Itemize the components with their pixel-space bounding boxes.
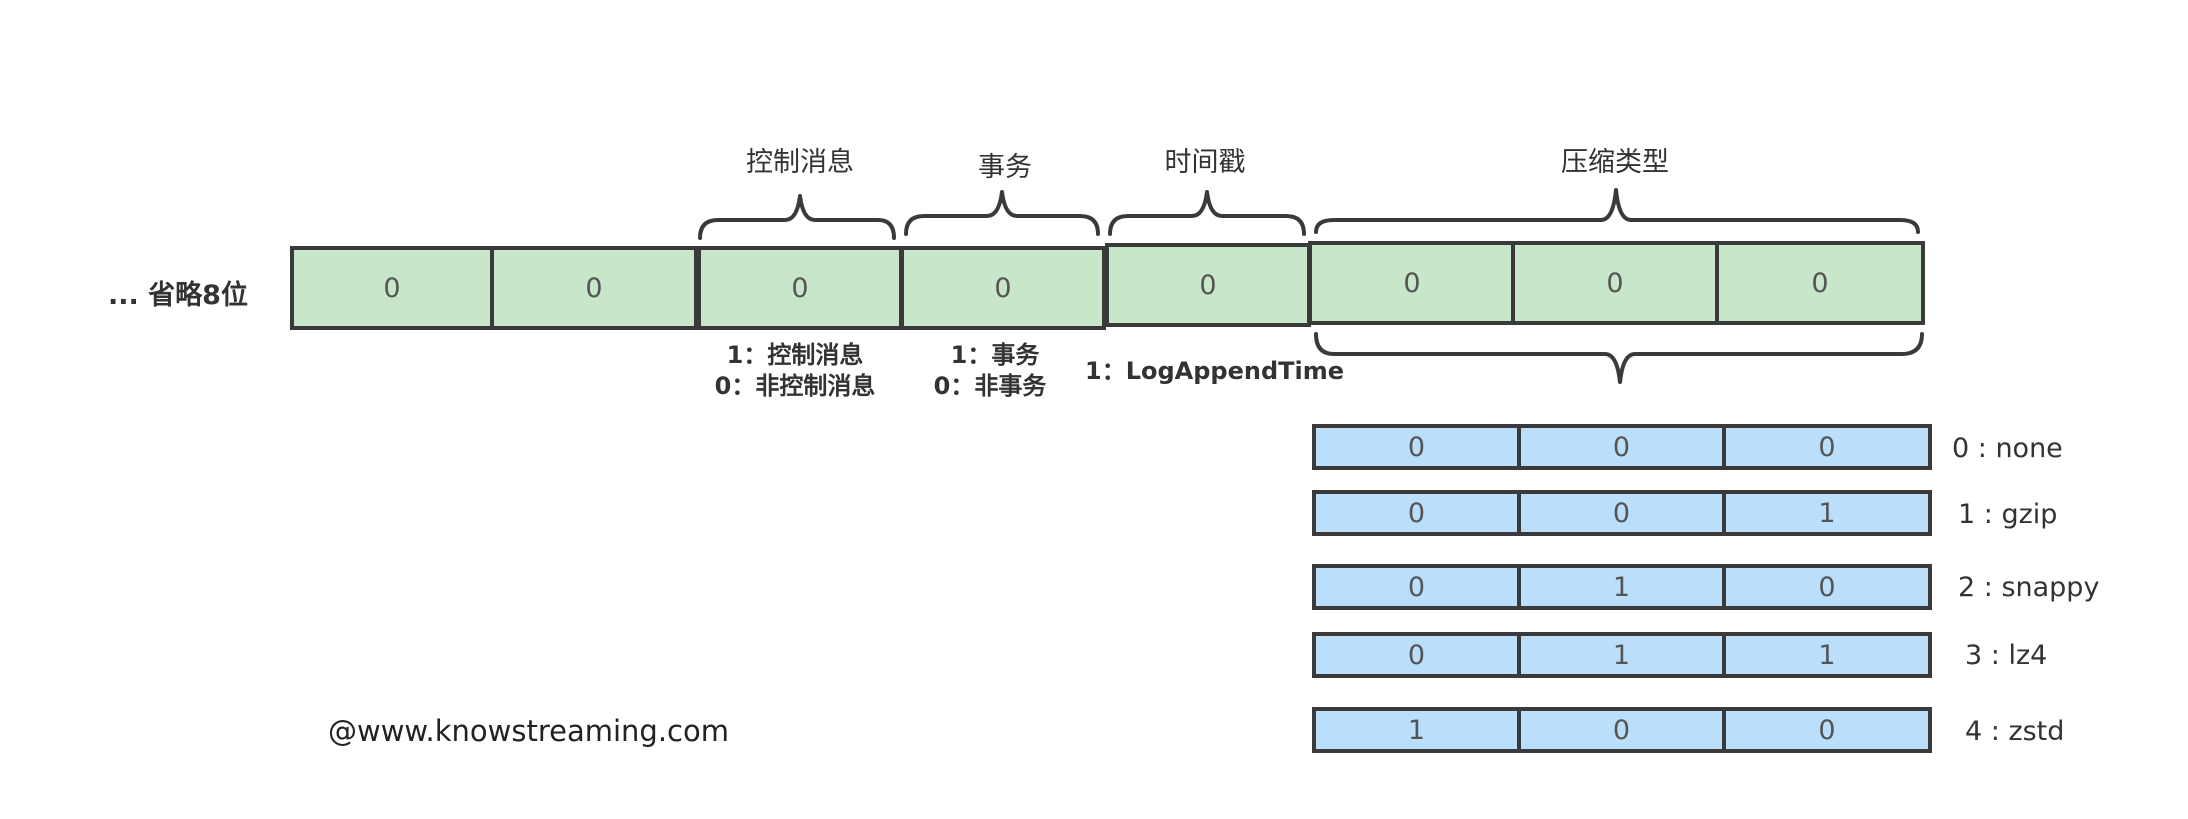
compression-label: 2 : snappy (1958, 572, 2100, 603)
header-control-message: 控制消息 (746, 147, 854, 178)
compression-bit: 0 (1722, 564, 1932, 610)
bit-cell-control: 0 (697, 246, 903, 330)
bit-cell-transaction: 0 (900, 246, 1106, 330)
note-transaction-0: 0：非事务 (933, 372, 1047, 400)
brace-compression-bottom (1314, 332, 1924, 384)
compression-label: 4 : zstd (1965, 716, 2065, 747)
compression-bit: 0 (1517, 424, 1726, 470)
bit-cell-compression-0: 0 (1715, 241, 1925, 325)
bit-cell-6: 0 (490, 246, 698, 330)
compression-bit: 1 (1312, 707, 1521, 753)
compression-bit: 0 (1312, 424, 1521, 470)
compression-bit: 0 (1517, 707, 1726, 753)
bit-cell-7: 0 (290, 246, 494, 330)
note-control-1: 1：控制消息 (726, 341, 864, 369)
header-compression-type: 压缩类型 (1561, 147, 1669, 178)
compression-bit: 0 (1312, 490, 1521, 536)
compression-bit: 1 (1722, 490, 1932, 536)
bit-cell-compression-1: 0 (1511, 241, 1719, 325)
compression-label: 1 : gzip (1958, 499, 2058, 530)
note-control-0: 0：非控制消息 (714, 372, 876, 400)
compression-label: 3 : lz4 (1965, 640, 2048, 671)
brace-control (698, 194, 896, 240)
brace-transaction (904, 190, 1100, 236)
compression-bit: 0 (1517, 490, 1726, 536)
note-timestamp-1: 1：LogAppendTime (1085, 357, 1345, 385)
header-transaction: 事务 (978, 152, 1032, 183)
compression-bit: 0 (1722, 707, 1932, 753)
brace-compression-top (1314, 188, 1920, 234)
header-timestamp: 时间戳 (1164, 147, 1246, 178)
compression-bit: 1 (1517, 632, 1726, 678)
compression-bit: 1 (1722, 632, 1932, 678)
compression-label: 0 : none (1952, 433, 2063, 464)
brace-timestamp (1108, 190, 1306, 236)
compression-bit: 1 (1517, 564, 1726, 610)
watermark-text: @www.knowstreaming.com (328, 714, 729, 748)
omitted-bits-label: ... 省略8位 (108, 280, 248, 311)
note-transaction-1: 1：事务 (950, 341, 1040, 369)
compression-bit: 0 (1312, 564, 1521, 610)
compression-bit: 0 (1722, 424, 1932, 470)
compression-bit: 0 (1312, 632, 1521, 678)
